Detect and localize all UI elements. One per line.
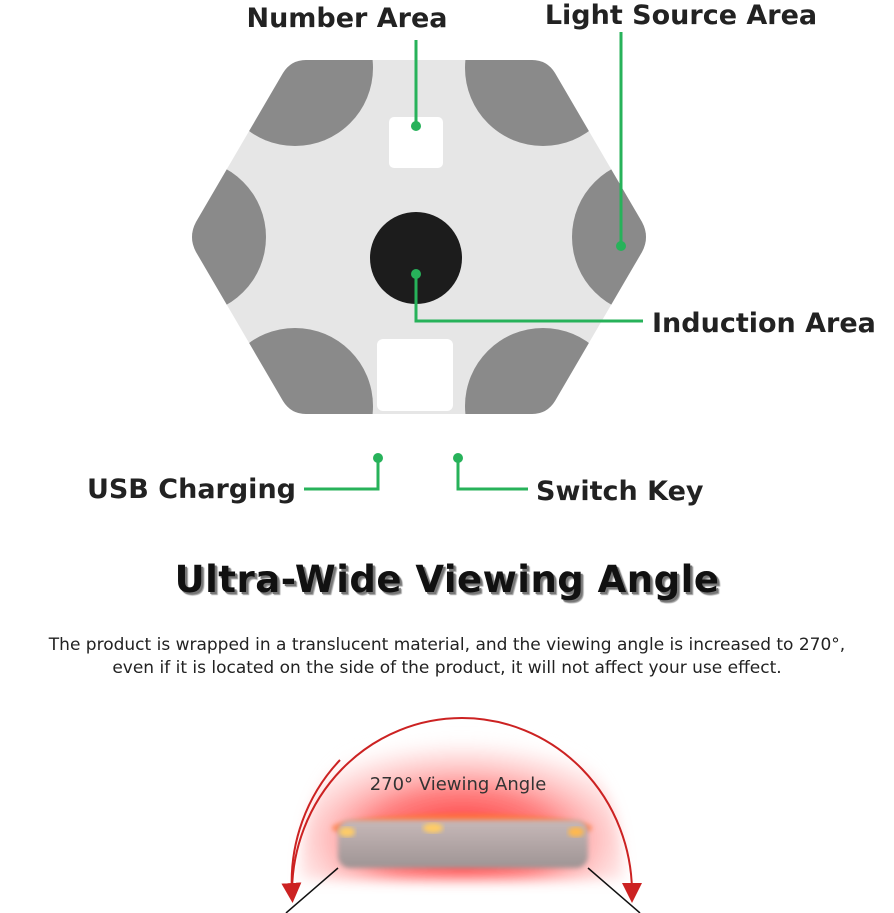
callout-lines bbox=[304, 32, 643, 491]
viewing-angle-description: The product is wrapped in a translucent … bbox=[0, 634, 894, 680]
induction-area-dot bbox=[411, 269, 421, 279]
light-source-area-label: Light Source Area bbox=[545, 0, 817, 31]
number-area-dot bbox=[411, 121, 421, 131]
viewing-angle-arc-start bbox=[281, 759, 341, 903]
induction-area-circle bbox=[370, 212, 462, 304]
switch-key-dot bbox=[453, 453, 463, 463]
viewing-angle-illustration: 270° Viewing Angle bbox=[281, 716, 642, 913]
light-hotspot-3 bbox=[568, 827, 584, 837]
light-hotspot-1 bbox=[423, 823, 443, 833]
switch-key-label: Switch Key bbox=[536, 476, 704, 507]
number-area-display bbox=[389, 117, 443, 168]
usb-charging-leader bbox=[304, 458, 380, 491]
light-hotspot-2 bbox=[339, 827, 355, 837]
light-disc-body bbox=[338, 820, 588, 868]
switch-key-leader bbox=[456, 458, 528, 491]
left-boundary-line bbox=[285, 867, 339, 913]
light-source-dot bbox=[616, 241, 626, 251]
usb-charging-label: USB Charging bbox=[87, 474, 296, 505]
callout-dots bbox=[373, 121, 626, 463]
usb-charging-dot bbox=[373, 453, 383, 463]
light-source-right bbox=[572, 159, 646, 315]
right-boundary-line bbox=[587, 867, 641, 913]
description-line-1: The product is wrapped in a translucent … bbox=[48, 635, 846, 655]
light-source-bottom-right bbox=[465, 328, 621, 414]
viewing-angle-label: 270° Viewing Angle bbox=[370, 774, 547, 795]
viewing-angle-headline: Ultra-Wide Viewing Angle bbox=[174, 558, 720, 601]
number-area-label: Number Area bbox=[246, 3, 447, 34]
viewing-angle-arc bbox=[291, 717, 642, 903]
description-line-2: even if it is located on the side of the… bbox=[112, 658, 782, 678]
induction-area-label: Induction Area bbox=[652, 308, 876, 339]
lower-square-panel bbox=[377, 339, 453, 411]
induction-area-leader bbox=[414, 274, 643, 323]
light-source-bottom-left bbox=[217, 328, 373, 414]
light-source-left bbox=[192, 159, 266, 315]
